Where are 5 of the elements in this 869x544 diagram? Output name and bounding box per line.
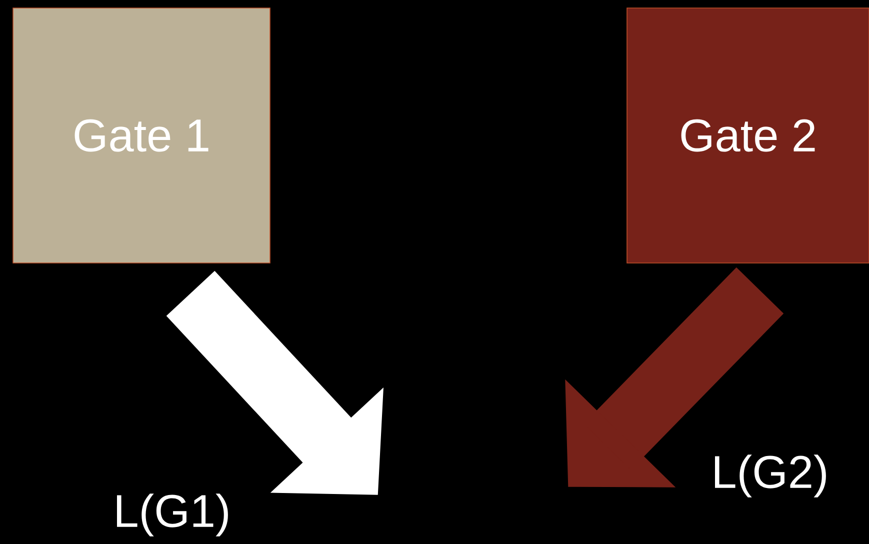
gate-box: Gate 1: [12, 8, 270, 264]
output-label: L(G1): [117, 494, 228, 536]
block-arrow: [166, 270, 384, 495]
gate-box: Gate 2: [626, 8, 869, 264]
output-label: L(G2): [715, 454, 826, 498]
